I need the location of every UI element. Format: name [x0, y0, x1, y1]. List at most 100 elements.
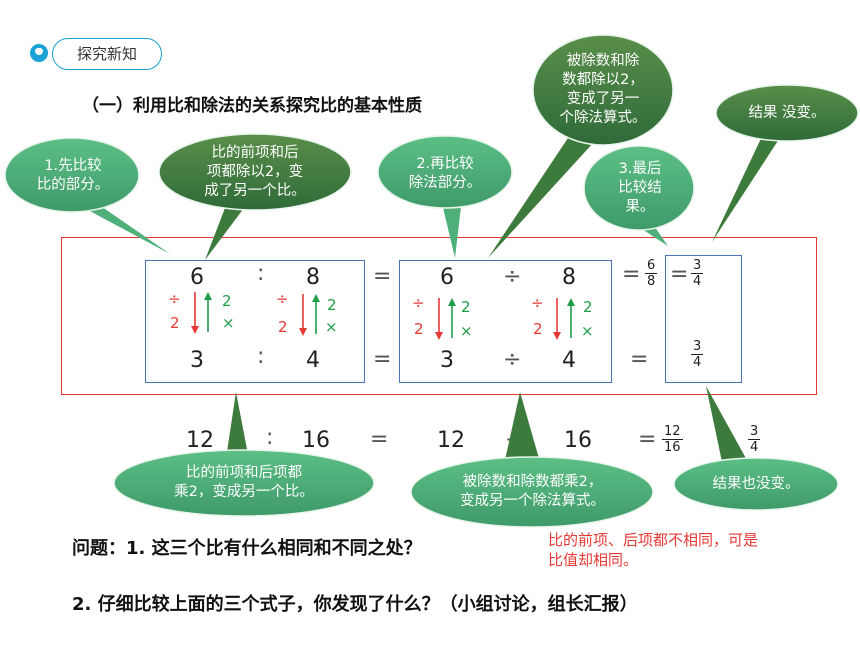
bubble-6-line-3: 果。: [625, 199, 655, 215]
heading: （一）利用比和除法的关系探究比的基本性质: [82, 96, 422, 116]
arrow-up-4-head: [567, 298, 575, 306]
bubble-3-line-2: 除法部分。: [408, 175, 482, 191]
op-div-two-3: 2: [414, 320, 424, 338]
row3-frac2: 3 4: [748, 424, 761, 455]
bubble-2-line-3: 成了另一个比。: [204, 183, 306, 199]
bubble-4-line-2: 数都除以2，: [562, 72, 644, 88]
row1-eq1: =: [373, 264, 392, 289]
row3-div-b: 16: [564, 428, 592, 453]
row2-eq2: =: [630, 347, 649, 372]
op-mul-sign-3: ×: [460, 322, 473, 340]
arrow-down-2-head: [299, 328, 307, 336]
op-mul-sign-4: ×: [581, 322, 594, 340]
row2-eq1: =: [373, 347, 392, 372]
bubble-9-line-1: 结果也没变。: [712, 476, 800, 492]
bulb-icon: [30, 44, 48, 62]
op-mul-sign-2: ×: [325, 318, 338, 336]
bubble-8: 被除数和除数都乘2， 变成另一个除法算式。: [420, 473, 645, 511]
bubble-7: 比的前项和后项都 乘2，变成另一个比。: [124, 464, 364, 502]
op-div-sign-2: ÷: [276, 290, 289, 308]
answer-1-line-1: 比的前项、后项都不相同，可是: [548, 531, 759, 549]
row1-frac1-n: 6: [645, 258, 658, 274]
row3-frac2-d: 4: [750, 440, 759, 455]
op-mul-two-3: 2: [461, 298, 471, 316]
bubble-1-line-1: 1.先比较: [44, 158, 102, 174]
row1-div-op: ÷: [503, 264, 522, 289]
arrow-down-4-head: [553, 332, 561, 340]
row3-div-a: 12: [437, 428, 465, 453]
op-div-sign-1: ÷: [168, 290, 181, 308]
row1-ratio-b: 8: [306, 265, 320, 290]
row1-ratio-a: 6: [190, 265, 204, 290]
op-div-two-1: 2: [170, 314, 180, 332]
row1-div-b: 8: [562, 265, 576, 290]
bubble-5: 结果 没变。: [718, 104, 856, 123]
row1-eq3: =: [670, 262, 689, 287]
row3-eq2: =: [638, 427, 657, 452]
row2-frac-n: 3: [691, 339, 704, 355]
red-frame: [61, 237, 817, 395]
op-div-two-2: 2: [278, 318, 288, 336]
row1-frac2: 3 4: [691, 258, 704, 289]
bubble-4-shape: [488, 34, 674, 258]
bubble-4-line-4: 个除法算式。: [559, 110, 647, 126]
ratio-box: [145, 260, 365, 383]
row2-div-a: 3: [440, 348, 454, 373]
question-2: 2. 仔细比较上面的三个式子，你发现了什么？（小组讨论，组长汇报）: [72, 594, 638, 615]
bubble-1: 1.先比较 比的部分。: [8, 157, 138, 195]
op-mul-two-1: 2: [222, 292, 232, 310]
row1-div-a: 6: [440, 265, 454, 290]
bubble-4: 被除数和除 数都除以2， 变成了另一 个除法算式。: [538, 52, 668, 128]
row2-ratio-b: 4: [306, 348, 320, 373]
result-box: [665, 255, 742, 383]
arrow-up-1-head: [204, 292, 212, 300]
bubble-8-line-2: 变成另一个除法算式。: [460, 493, 605, 509]
bubble-2-line-2: 项都除以2，变: [206, 164, 304, 180]
row2-div-b: 4: [562, 348, 576, 373]
row1-frac1: 6 8: [645, 258, 658, 289]
row3-frac1-d: 16: [664, 440, 681, 455]
answer-1-line-2: 比值却相同。: [548, 551, 639, 569]
row2-ratio-a: 3: [190, 348, 204, 373]
arrow-down-3-head: [435, 332, 443, 340]
bubble-3: 2.再比较 除法部分。: [380, 155, 510, 193]
row1-frac2-n: 3: [691, 258, 704, 274]
bubble-9-shape: [673, 386, 839, 511]
bubble-1-shape: [4, 137, 170, 254]
bubble-5-shape: [712, 84, 859, 242]
bubble-5-line-1: 结果 没变。: [748, 105, 826, 121]
bubble-6-line-2: 比较结: [618, 180, 662, 196]
op-mul-two-4: 2: [583, 298, 593, 316]
row1-frac2-d: 4: [693, 274, 702, 289]
bubble-7-line-1: 比的前项和后项都: [186, 465, 302, 481]
row1-frac1-d: 8: [647, 274, 656, 289]
row1-eq2: =: [622, 262, 641, 287]
row3-ratio-a: 12: [186, 428, 214, 453]
bubble-8-shape: [410, 392, 654, 528]
bubble-7-shape: [113, 392, 375, 517]
bubble-6-line-1: 3.最后: [618, 161, 662, 177]
op-div-sign-3: ÷: [412, 294, 425, 312]
row2-colon: :: [257, 344, 265, 369]
row3-frac2-n: 3: [748, 424, 761, 440]
division-box: [399, 260, 612, 383]
row3-ratio-b: 16: [302, 428, 330, 453]
bubble-6-shape: [583, 145, 695, 246]
bubble-8-line-1: 被除数和除数都乘2，: [462, 474, 603, 490]
row2-div-op: ÷: [503, 347, 522, 372]
bubble-9: 结果也没变。: [680, 475, 832, 494]
arrow-up-2-head: [312, 294, 320, 302]
question-1: 问题：1. 这三个比有什么相同和不同之处？: [72, 538, 422, 559]
bubble-4-line-1: 被除数和除: [566, 53, 640, 69]
row2-frac: 3 4: [691, 339, 704, 370]
row2-frac-d: 4: [693, 355, 702, 370]
op-mul-sign-1: ×: [222, 314, 235, 332]
row1-colon: :: [257, 261, 265, 286]
bubble-2-shape: [158, 133, 352, 260]
row3-eq1: =: [370, 427, 389, 452]
bubble-3-line-1: 2.再比较: [416, 156, 474, 172]
section-label: 探究新知: [52, 38, 162, 70]
bubble-1-line-2: 比的部分。: [36, 177, 110, 193]
